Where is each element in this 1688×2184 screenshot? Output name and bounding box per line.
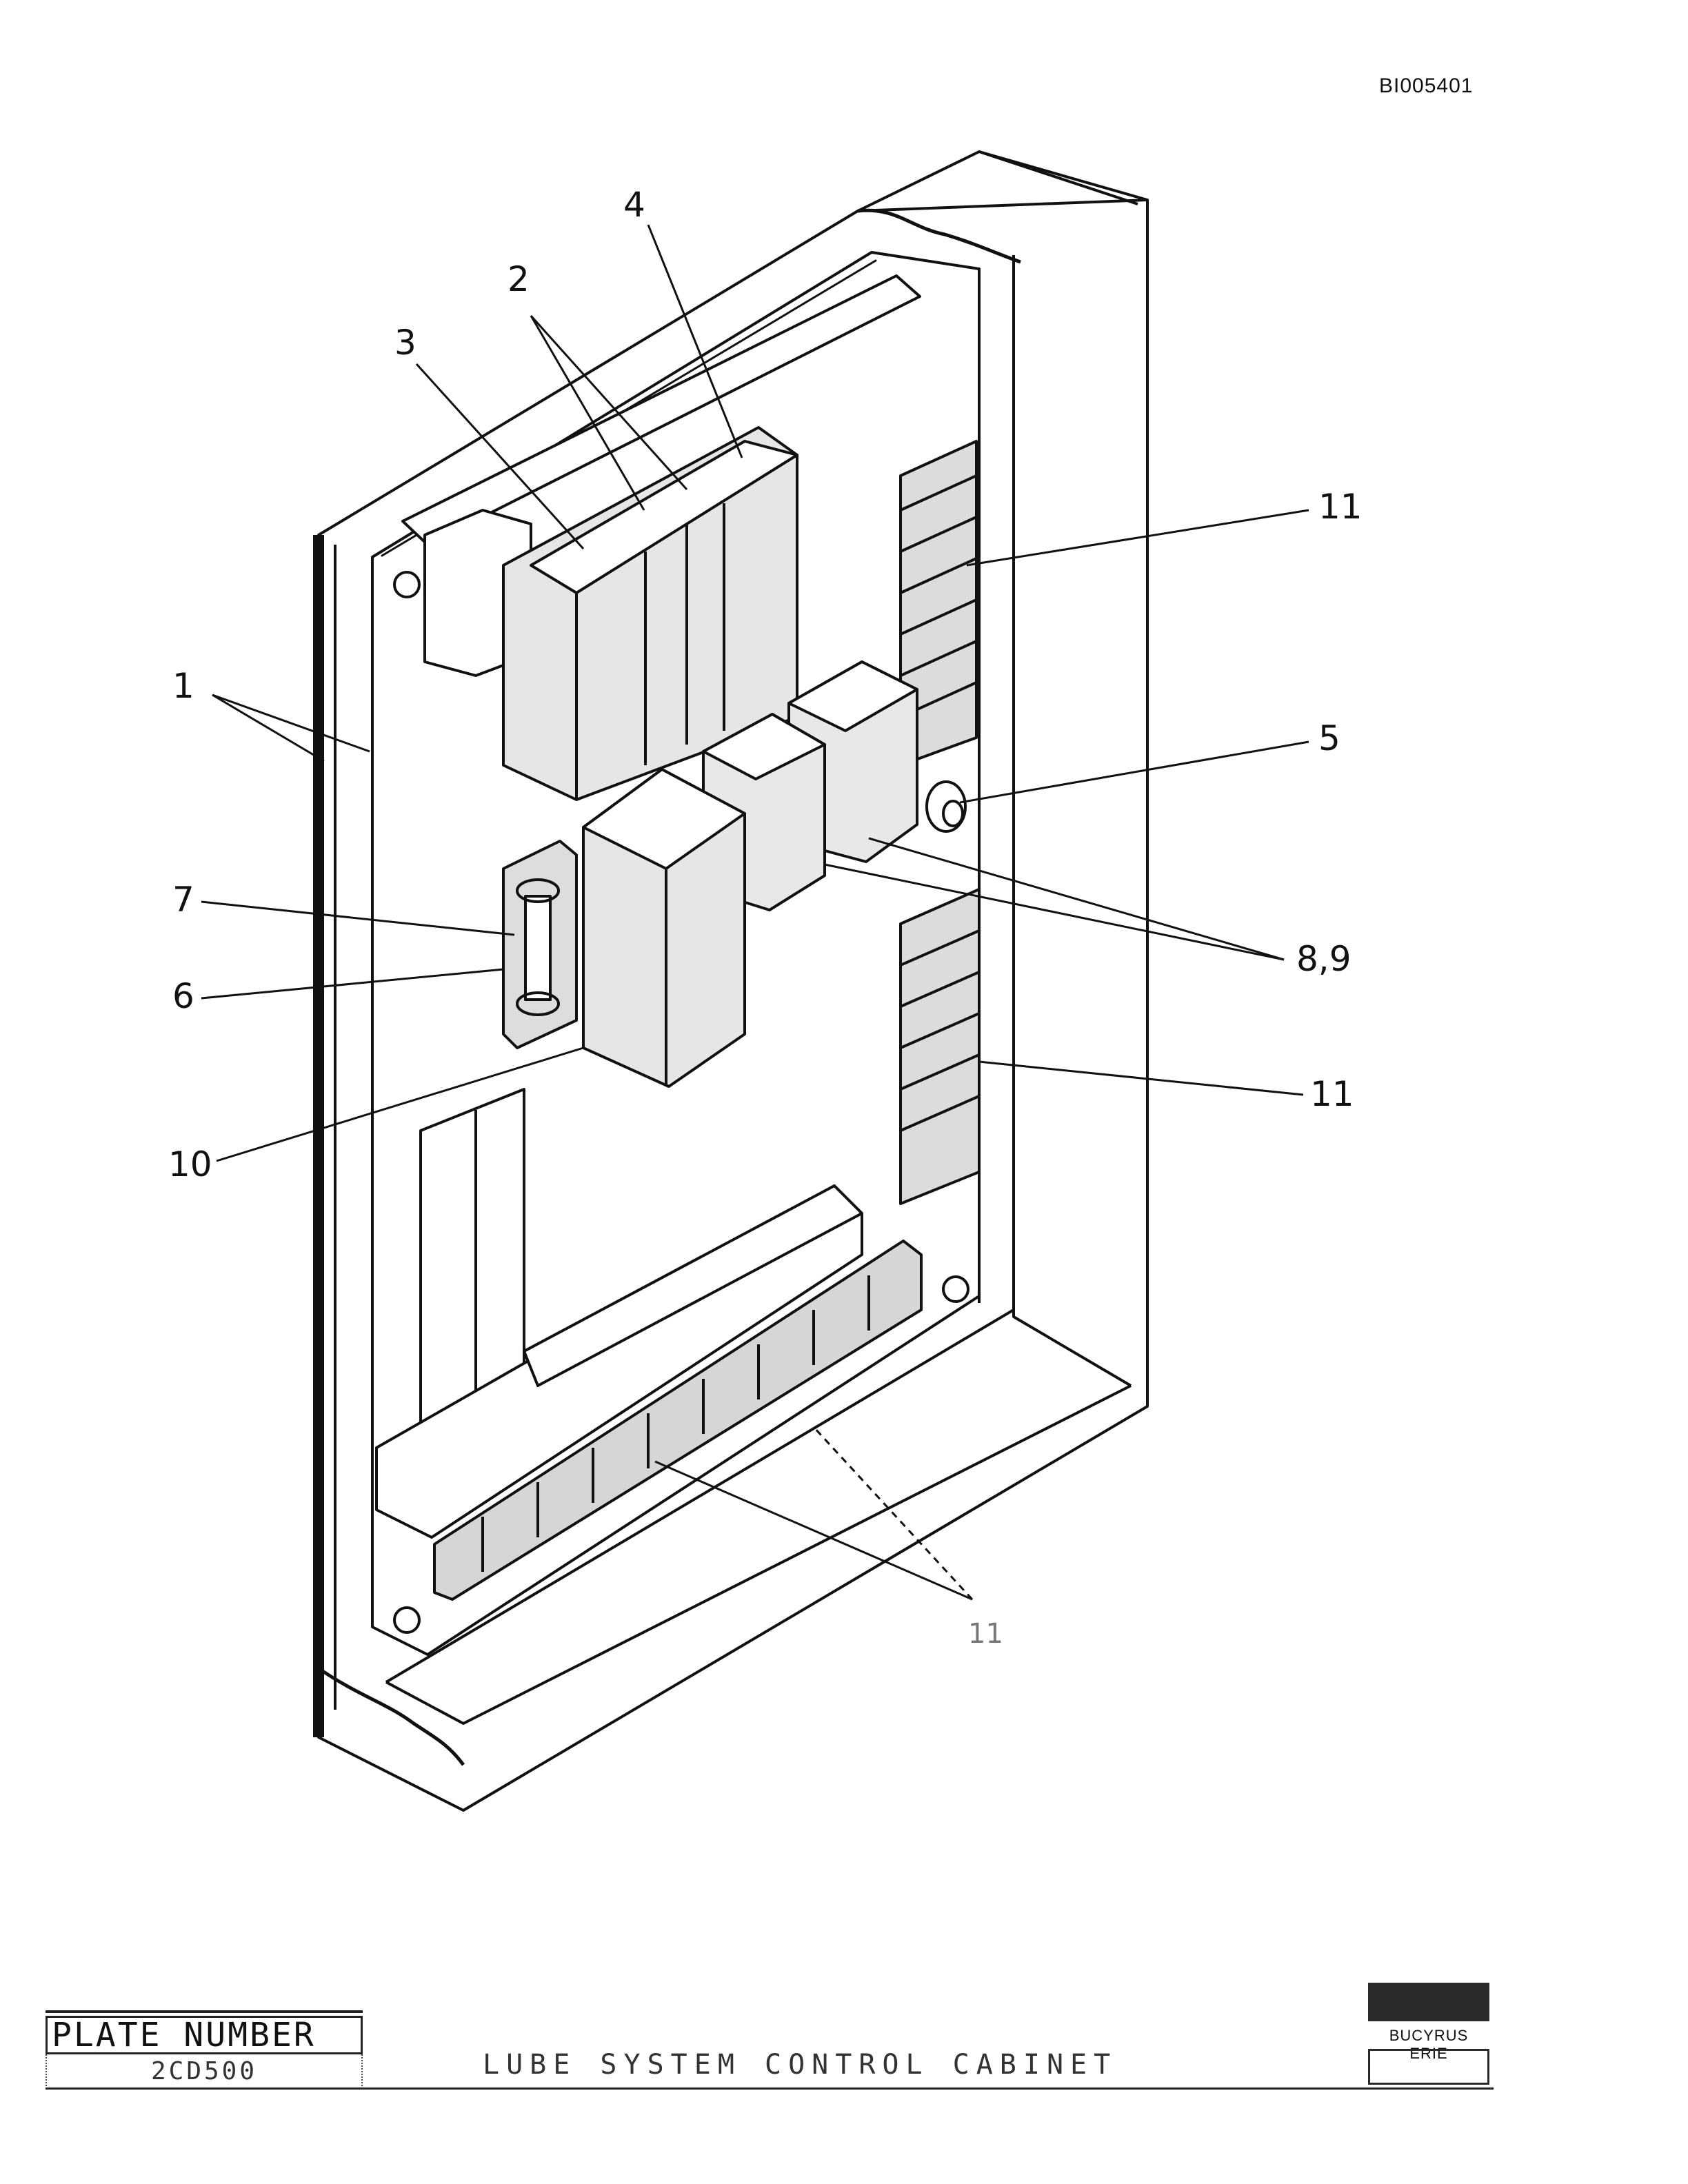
leader-11c-b	[812, 1426, 974, 1601]
logo-mark-top	[1368, 1983, 1489, 2021]
leader-4	[647, 224, 743, 458]
upper-module-block	[423, 426, 798, 801]
bottom-rule	[46, 2087, 1494, 2090]
plate-number-label: PLATE NUMBER	[46, 2016, 363, 2054]
leader-6	[201, 968, 504, 1000]
callout-8-9: 8,9	[1296, 939, 1352, 979]
terminal-strip-upper	[899, 440, 978, 767]
plate-number-value: 2CD500	[46, 2054, 363, 2089]
leader-89a	[868, 837, 1285, 961]
callout-1: 1	[172, 666, 194, 706]
terminal-rail-bottom	[433, 1240, 923, 1601]
plate-number-box: PLATE NUMBER 2CD500	[46, 2010, 363, 2089]
leader-1a	[212, 694, 325, 762]
leader-11c-a	[654, 1460, 973, 1601]
leader-89b	[824, 863, 1285, 961]
leader-11a	[966, 509, 1309, 567]
callout-6: 6	[172, 976, 194, 1016]
callout-7: 7	[172, 880, 194, 920]
logo-mark-bottom	[1368, 2049, 1489, 2085]
transformer-block	[582, 768, 746, 1088]
company-logo: BUCYRUS ERIE	[1368, 1983, 1489, 2086]
leader-11b	[978, 1060, 1304, 1096]
callout-4: 4	[623, 185, 645, 225]
leader-3	[415, 363, 585, 550]
callout-2: 2	[508, 259, 530, 299]
callout-11-upper: 11	[1318, 487, 1363, 527]
pilot-light	[925, 780, 967, 833]
leader-lines	[201, 224, 1309, 1601]
document-id: BI005401	[1379, 74, 1474, 97]
logo-brand-text: BUCYRUS ERIE	[1389, 2027, 1469, 2062]
drawing-title: LUBE SYSTEM CONTROL CABINET	[483, 2049, 1118, 2081]
leader-7	[201, 900, 515, 936]
callout-3: 3	[394, 323, 416, 363]
callout-10: 10	[168, 1144, 212, 1184]
callout-11-lower: 11	[1310, 1074, 1354, 1114]
fuse-holder	[502, 840, 578, 1049]
callout-5: 5	[1318, 718, 1340, 758]
callout-11-bottom: 11	[968, 1618, 1003, 1650]
wire-duct-horizontal	[375, 1184, 863, 1539]
leader-2a	[530, 315, 645, 511]
leader-5	[959, 740, 1309, 804]
leader-10	[216, 1046, 584, 1162]
leader-2b	[530, 314, 688, 491]
terminal-strip-lower	[899, 888, 981, 1205]
leader-1b	[212, 694, 370, 753]
